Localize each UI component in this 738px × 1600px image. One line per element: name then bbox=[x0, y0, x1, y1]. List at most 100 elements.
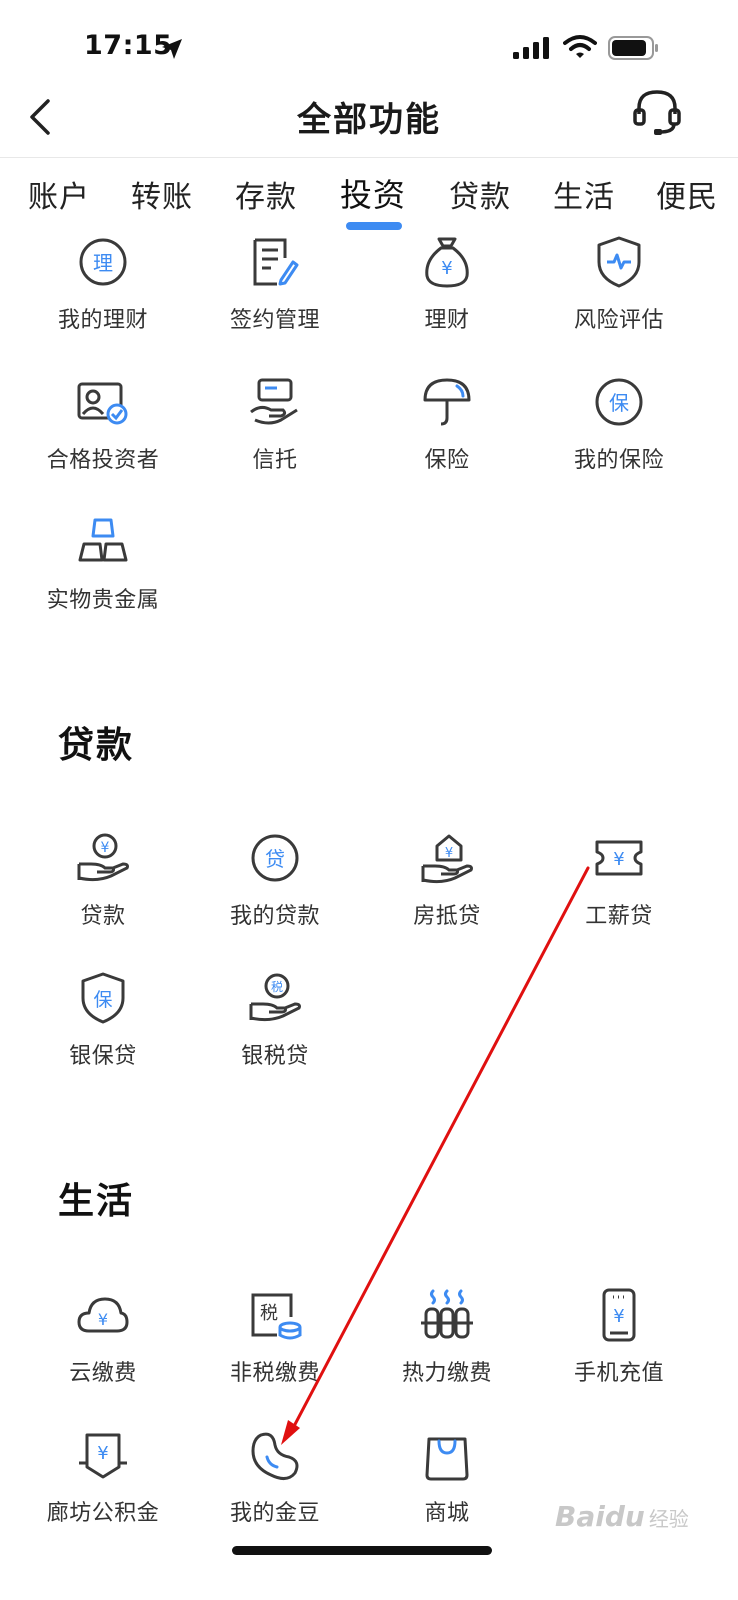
cloud-yen-icon: ¥ bbox=[77, 1297, 129, 1333]
item-mortgage-loan[interactable]: ¥ 房抵贷 bbox=[361, 830, 533, 930]
tab-account[interactable]: 账户 bbox=[28, 180, 90, 215]
item-insurance[interactable]: 保险 bbox=[361, 374, 533, 474]
item-wealth-management[interactable]: ¥ 理财 bbox=[361, 234, 533, 334]
tab-investment[interactable]: 投资 bbox=[340, 176, 407, 214]
hand-yen-icon: ¥ bbox=[77, 833, 129, 882]
tab-life[interactable]: 生活 bbox=[553, 180, 615, 215]
svg-text:贷: 贷 bbox=[265, 847, 285, 871]
item-langfang-housing-fund[interactable]: ¥ 廊坊公积金 bbox=[17, 1427, 189, 1527]
item-label: 合格投资者 bbox=[46, 448, 160, 473]
tax-coins-icon: 税 bbox=[251, 1293, 302, 1340]
section-title-life: 生活 bbox=[58, 1181, 135, 1222]
customer-service-headset-icon[interactable] bbox=[632, 86, 682, 140]
hand-tax-icon: 税 bbox=[249, 973, 301, 1022]
svg-text:保: 保 bbox=[93, 989, 112, 1011]
item-label: 信托 bbox=[252, 448, 298, 473]
gold-bars-icon bbox=[78, 518, 128, 562]
item-label: 非税缴费 bbox=[229, 1361, 320, 1386]
status-time: 17:15 bbox=[84, 30, 173, 61]
item-loan[interactable]: ¥ 贷款 bbox=[17, 830, 189, 930]
radiator-icon bbox=[421, 1289, 473, 1339]
item-bank-insurance-loan[interactable]: 保 银保贷 bbox=[17, 970, 189, 1070]
svg-text:理: 理 bbox=[93, 251, 113, 275]
svg-text:保: 保 bbox=[609, 391, 629, 415]
cellular-signal-icon bbox=[513, 37, 549, 59]
id-card-check-icon bbox=[77, 382, 128, 425]
item-my-loans[interactable]: 贷 我的贷款 bbox=[189, 830, 361, 930]
shield-pulse-icon bbox=[597, 236, 641, 288]
item-label: 银保贷 bbox=[69, 1044, 137, 1069]
watermark-brand: Baidu bbox=[555, 1500, 645, 1533]
tab-loans[interactable]: 贷款 bbox=[449, 180, 511, 215]
shopping-bag-icon bbox=[425, 1437, 469, 1481]
svg-text:¥: ¥ bbox=[445, 846, 453, 861]
item-my-wealth[interactable]: 理 我的理财 bbox=[17, 234, 189, 334]
item-qualified-investor[interactable]: 合格投资者 bbox=[17, 374, 189, 474]
item-heating-payment[interactable]: 热力缴费 bbox=[361, 1287, 533, 1387]
tab-convenience[interactable]: 便民 bbox=[656, 180, 718, 215]
svg-text:¥: ¥ bbox=[98, 1310, 108, 1329]
item-risk-assessment[interactable]: 风险评估 bbox=[533, 234, 705, 334]
item-bank-tax-loan[interactable]: 税 银税贷 bbox=[189, 970, 361, 1070]
wifi-icon bbox=[563, 35, 597, 58]
svg-text:¥: ¥ bbox=[97, 1443, 108, 1464]
item-salary-loan[interactable]: ¥ 工薪贷 bbox=[533, 830, 705, 930]
page-title: 全部功能 bbox=[297, 100, 441, 140]
item-label: 理财 bbox=[424, 308, 470, 333]
item-label: 我的贷款 bbox=[229, 904, 320, 929]
hand-house-icon: ¥ bbox=[421, 834, 473, 884]
item-label: 签约管理 bbox=[229, 308, 320, 333]
item-my-insurance[interactable]: 保 我的保险 bbox=[533, 374, 705, 474]
bean-icon bbox=[251, 1432, 299, 1480]
watermark-suffix: 经验 bbox=[648, 1507, 689, 1531]
svg-text:¥: ¥ bbox=[613, 849, 624, 870]
item-label: 手机充值 bbox=[573, 1361, 664, 1386]
item-label: 我的理财 bbox=[57, 308, 148, 333]
home-indicator[interactable] bbox=[232, 1546, 492, 1555]
item-precious-metals[interactable]: 实物贵金属 bbox=[17, 514, 189, 614]
item-non-tax-payment[interactable]: 税 非税缴费 bbox=[189, 1287, 361, 1387]
item-mall[interactable]: 商城 bbox=[361, 1427, 533, 1527]
svg-text:税: 税 bbox=[271, 980, 283, 994]
item-label: 热力缴费 bbox=[401, 1361, 492, 1386]
item-contract-management[interactable]: 签约管理 bbox=[189, 234, 361, 334]
svg-text:¥: ¥ bbox=[441, 258, 452, 279]
item-label: 工薪贷 bbox=[585, 904, 653, 929]
item-label: 保险 bbox=[424, 448, 470, 473]
tab-deposit[interactable]: 存款 bbox=[235, 180, 297, 215]
active-tab-indicator bbox=[346, 222, 402, 230]
money-bag-icon: ¥ bbox=[425, 237, 469, 288]
item-label: 风险评估 bbox=[573, 308, 664, 333]
umbrella-icon bbox=[423, 378, 471, 426]
back-chevron-icon[interactable] bbox=[24, 95, 60, 139]
header-divider bbox=[0, 157, 738, 158]
item-cloud-payment[interactable]: ¥ 云缴费 bbox=[17, 1287, 189, 1387]
item-label: 房抵贷 bbox=[413, 904, 481, 929]
contract-edit-icon bbox=[253, 238, 299, 286]
tab-transfer[interactable]: 转账 bbox=[131, 180, 193, 215]
svg-text:¥: ¥ bbox=[101, 840, 110, 856]
fund-yen-icon: ¥ bbox=[79, 1433, 127, 1479]
item-label: 我的金豆 bbox=[229, 1501, 320, 1526]
item-label: 贷款 bbox=[80, 904, 126, 929]
item-trust[interactable]: 信托 bbox=[189, 374, 361, 474]
item-label: 我的保险 bbox=[573, 448, 664, 473]
svg-text:税: 税 bbox=[260, 1303, 278, 1324]
hand-card-icon bbox=[250, 378, 298, 425]
svg-text:¥: ¥ bbox=[613, 1306, 624, 1327]
shield-bao-icon: 保 bbox=[81, 972, 125, 1024]
bao-badge-icon: 保 bbox=[595, 378, 643, 426]
item-label: 廊坊公积金 bbox=[46, 1501, 160, 1526]
item-my-gold-beans[interactable]: 我的金豆 bbox=[189, 1427, 361, 1527]
ticket-yen-icon: ¥ bbox=[595, 840, 643, 876]
item-mobile-top-up[interactable]: ¥ 手机充值 bbox=[533, 1287, 705, 1387]
location-arrow-icon bbox=[162, 39, 182, 59]
item-label: 银税贷 bbox=[241, 1044, 309, 1069]
licai-badge-icon: 理 bbox=[79, 238, 127, 286]
item-label: 商城 bbox=[424, 1501, 470, 1526]
item-label: 实物贵金属 bbox=[46, 588, 160, 613]
dai-badge-icon: 贷 bbox=[251, 834, 299, 882]
battery-icon bbox=[608, 36, 658, 60]
phone-yen-icon: ¥ bbox=[602, 1288, 636, 1342]
